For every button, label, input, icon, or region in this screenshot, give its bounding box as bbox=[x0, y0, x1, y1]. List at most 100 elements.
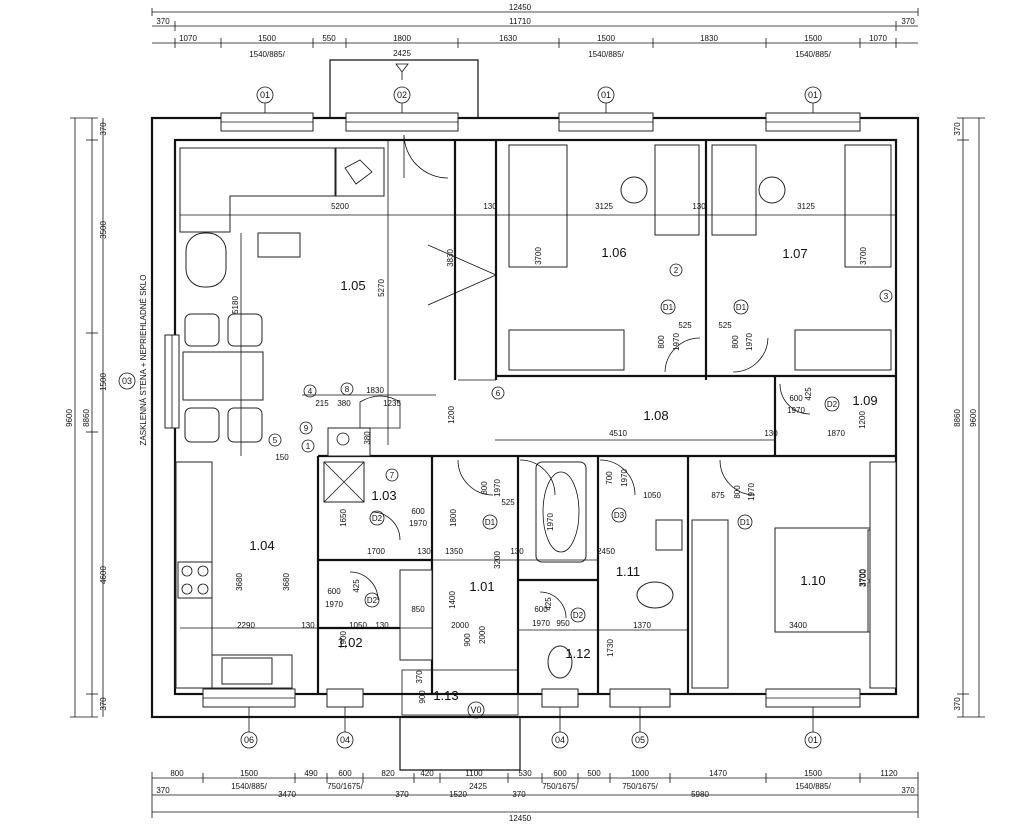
bathtub-icon bbox=[535, 461, 587, 563]
dim-3700: 3700 bbox=[534, 247, 543, 265]
dining-table-icon bbox=[182, 351, 264, 401]
dim-bottom-total: 12450 bbox=[509, 814, 532, 823]
dim-bottom-2: 1500 bbox=[240, 769, 258, 778]
dim-130: 130 bbox=[301, 621, 315, 630]
door-tag-5: D3 bbox=[614, 511, 625, 520]
toilet-icon bbox=[547, 645, 573, 679]
room-labels: 1.05 1.06 1.07 1.08 1.09 1.10 1.11 1.12 … bbox=[249, 245, 877, 703]
chair-icon bbox=[227, 407, 263, 443]
dim-130: 130 bbox=[417, 547, 431, 556]
coffee-table-icon bbox=[257, 232, 301, 258]
dim-1970: 1970 bbox=[409, 519, 427, 528]
dim-bottom-r2-3: 3470 bbox=[278, 790, 296, 799]
dim-bottom-r2-1: 370 bbox=[156, 786, 170, 795]
sink-icon bbox=[221, 657, 273, 685]
door-tag-7: D1 bbox=[740, 518, 751, 527]
dim-1900: 1900 bbox=[339, 631, 348, 649]
dim-bottom-r2-9: 750/1675/ bbox=[542, 782, 578, 791]
dim-600: 600 bbox=[789, 394, 803, 403]
entrance-door-tag: V0 bbox=[470, 705, 481, 715]
dim-1870: 1870 bbox=[827, 429, 845, 438]
washbasin-icon bbox=[655, 519, 683, 551]
dim-3700: 3700 bbox=[859, 569, 868, 587]
dim-2000: 2000 bbox=[478, 626, 487, 644]
dim-top-seg-6: 1500 bbox=[597, 34, 615, 43]
dim-1050: 1050 bbox=[643, 491, 661, 500]
dim-2450: 2450 bbox=[597, 547, 615, 556]
dim-425: 425 bbox=[544, 597, 553, 611]
dim-3125: 3125 bbox=[797, 202, 815, 211]
dim-130: 130 bbox=[483, 202, 497, 211]
dim-bottom-r2-2: 1540/885/ bbox=[231, 782, 267, 791]
dim-left-seg-4: 4600 bbox=[99, 566, 108, 584]
dim-525: 525 bbox=[678, 321, 692, 330]
room-1-08: 1.08 bbox=[643, 408, 668, 423]
window-tag-top-1: 01 bbox=[260, 90, 270, 100]
windows bbox=[164, 112, 861, 708]
dim-1970: 1970 bbox=[745, 333, 754, 351]
dim-top-window-2: 2425 bbox=[393, 49, 411, 58]
dim-1350: 1350 bbox=[445, 547, 463, 556]
dim-bottom-8: 530 bbox=[518, 769, 532, 778]
dim-right-outer: 9600 bbox=[969, 409, 978, 427]
toilet-icon bbox=[636, 581, 674, 609]
marker-5: 5 bbox=[273, 436, 278, 445]
room-1-10: 1.10 bbox=[800, 573, 825, 588]
dim-top-end-left: 370 bbox=[156, 17, 170, 26]
dim-1970: 1970 bbox=[546, 513, 555, 531]
dim-right-inner: 8860 bbox=[953, 409, 962, 427]
dim-top-end-right: 370 bbox=[901, 17, 915, 26]
dim-380: 380 bbox=[337, 399, 351, 408]
window-tag-bottom-1: 06 bbox=[244, 735, 254, 745]
window-tag-top-2: 02 bbox=[397, 90, 407, 100]
dim-bottom-r2-5: 370 bbox=[395, 790, 409, 799]
dim-top-seg-1: 1070 bbox=[179, 34, 197, 43]
door-tag-4: D2 bbox=[827, 400, 838, 409]
dim-1700: 1700 bbox=[367, 547, 385, 556]
dim-800: 800 bbox=[731, 335, 740, 349]
dim-right-seg-2: 370 bbox=[953, 697, 962, 711]
marker-6: 6 bbox=[496, 389, 501, 398]
door-tag-6: D1 bbox=[485, 518, 496, 527]
dim-1970: 1970 bbox=[532, 619, 550, 628]
window-tag-top-4: 01 bbox=[808, 90, 818, 100]
room-1-04: 1.04 bbox=[249, 538, 274, 553]
dim-800: 800 bbox=[480, 481, 489, 495]
dim-150: 150 bbox=[275, 453, 289, 462]
room-1-03: 1.03 bbox=[371, 488, 396, 503]
dim-3680: 3680 bbox=[235, 573, 244, 591]
dim-525: 525 bbox=[718, 321, 732, 330]
inner-dimension-texts: 5200 130 3125 130 3125 5270 3830 5180 37… bbox=[231, 202, 868, 704]
armchair-icon bbox=[335, 147, 385, 197]
dim-top-seg-2: 1500 bbox=[258, 34, 276, 43]
dim-bottom-r2-10: 750/1675/ bbox=[622, 782, 658, 791]
window-tags: 01 02 01 01 06 04 04 05 01 V0 bbox=[240, 86, 822, 749]
dim-top-total: 12450 bbox=[509, 3, 532, 12]
dim-3200: 3200 bbox=[493, 551, 502, 569]
stove-icon bbox=[177, 561, 213, 599]
dim-bottom-11: 1000 bbox=[631, 769, 649, 778]
dim-bottom-13: 1500 bbox=[804, 769, 822, 778]
dim-left-seg-2: 3500 bbox=[99, 221, 108, 239]
inner-dimension-lines bbox=[180, 140, 896, 631]
dim-4510: 4510 bbox=[609, 429, 627, 438]
dim-525: 525 bbox=[501, 498, 515, 507]
glass-wall-tag: 03 bbox=[122, 376, 132, 386]
dim-1970: 1970 bbox=[747, 483, 756, 501]
storage-shelf-icon bbox=[399, 569, 433, 661]
dim-1200: 1200 bbox=[447, 406, 456, 424]
dim-1800: 1800 bbox=[449, 509, 458, 527]
dim-800: 800 bbox=[733, 485, 742, 499]
bed-icon bbox=[844, 144, 892, 268]
ottoman-icon bbox=[185, 232, 227, 288]
dim-top-seg-9: 1070 bbox=[869, 34, 887, 43]
dim-3400: 3400 bbox=[789, 621, 807, 630]
dim-top-inner: 11710 bbox=[509, 17, 531, 26]
dim-3700: 3700 bbox=[858, 569, 867, 587]
dim-1970: 1970 bbox=[672, 333, 681, 351]
desk-icon bbox=[654, 144, 700, 236]
dim-425: 425 bbox=[352, 579, 361, 593]
dim-1730: 1730 bbox=[606, 639, 615, 657]
room-1-09: 1.09 bbox=[852, 393, 877, 408]
